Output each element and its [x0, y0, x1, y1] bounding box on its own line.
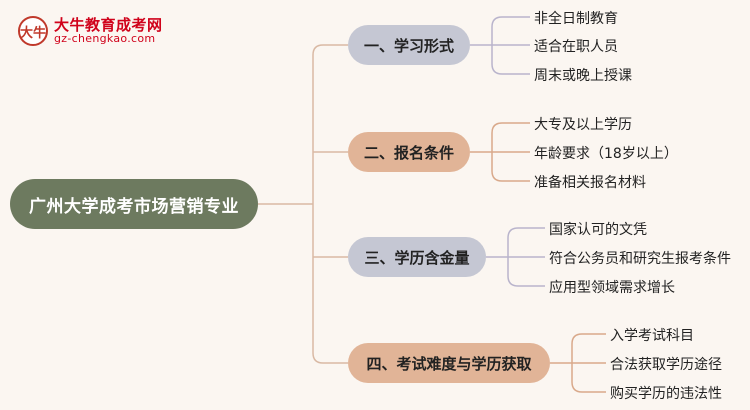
branch-degree-value: 三、学历含金量 — [348, 237, 486, 277]
leaf-2-2: 年龄要求（18岁以上） — [534, 146, 678, 162]
leaf-3-2: 符合公务员和研究生报考条件 — [549, 251, 731, 267]
leaf-4-2: 合法获取学历途径 — [610, 357, 722, 373]
connector-leaves-4 — [550, 333, 606, 393]
leaf-3-1: 国家认可的文凭 — [549, 222, 647, 238]
connector-leaves-3 — [486, 227, 545, 287]
logo-text: 大牛教育成考网 gz-chengkao.com — [54, 17, 163, 46]
connector-trunk — [312, 44, 324, 364]
leaf-2-3: 准备相关报名材料 — [534, 175, 646, 191]
leaf-3-3: 应用型领域需求增长 — [549, 280, 675, 296]
root-node: 广州大学成考市场营销专业 — [10, 179, 258, 229]
leaf-1-1: 非全日制教育 — [534, 11, 618, 27]
connector-leaves-2 — [470, 122, 530, 182]
branch-enrollment-conditions: 二、报名条件 — [348, 132, 470, 172]
branch-exam-difficulty: 四、考试难度与学历获取 — [348, 343, 550, 383]
leaf-4-3: 购买学历的违法性 — [610, 386, 722, 402]
branch-study-form: 一、学习形式 — [348, 25, 470, 65]
leaf-4-1: 入学考试科目 — [610, 328, 694, 344]
leaf-2-1: 大专及以上学历 — [534, 117, 632, 133]
logo-url: gz-chengkao.com — [54, 32, 156, 46]
logo-mark-icon: 大牛 — [18, 16, 48, 46]
logo-title: 大牛教育成考网 — [54, 15, 163, 34]
leaf-1-2: 适合在职人员 — [534, 39, 618, 55]
connector-leaves-1 — [470, 16, 530, 75]
site-logo[interactable]: 大牛 大牛教育成考网 gz-chengkao.com — [18, 16, 163, 46]
leaf-1-3: 周末或晚上授课 — [534, 68, 632, 84]
